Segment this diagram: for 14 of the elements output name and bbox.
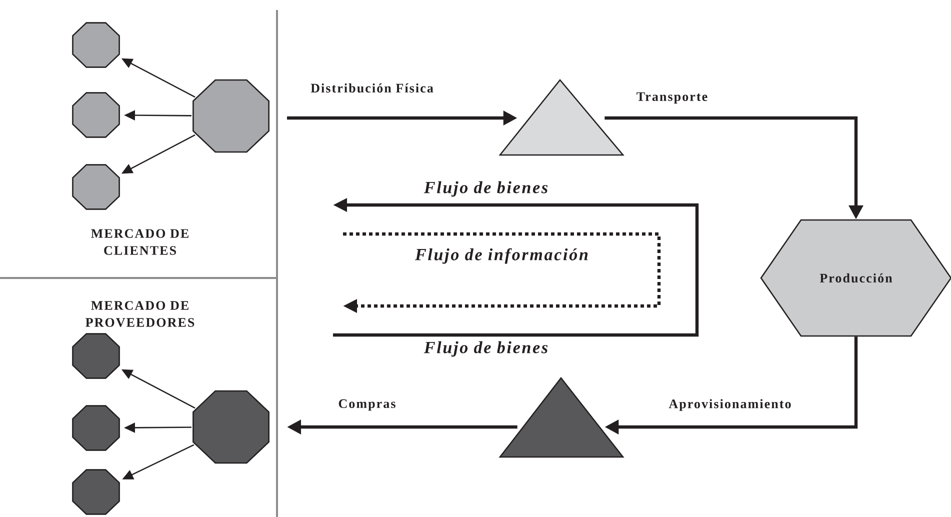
- octagon: [72, 164, 120, 210]
- edge-label: Compras: [338, 399, 396, 411]
- process-hexagon: Producción: [760, 219, 951, 337]
- octagon: [72, 469, 120, 515]
- edge-label: Transporte: [636, 92, 708, 104]
- octagon: [72, 333, 120, 379]
- octagon: [72, 92, 120, 138]
- octagon: [72, 22, 120, 68]
- flow-label: Flujo de información: [415, 248, 588, 264]
- edge-label: Distribución Física: [310, 83, 434, 93]
- edge-label: Aprovisionamiento: [668, 399, 791, 411]
- octagon: [72, 405, 120, 451]
- octagon: [192, 79, 270, 153]
- octagon: [192, 390, 270, 464]
